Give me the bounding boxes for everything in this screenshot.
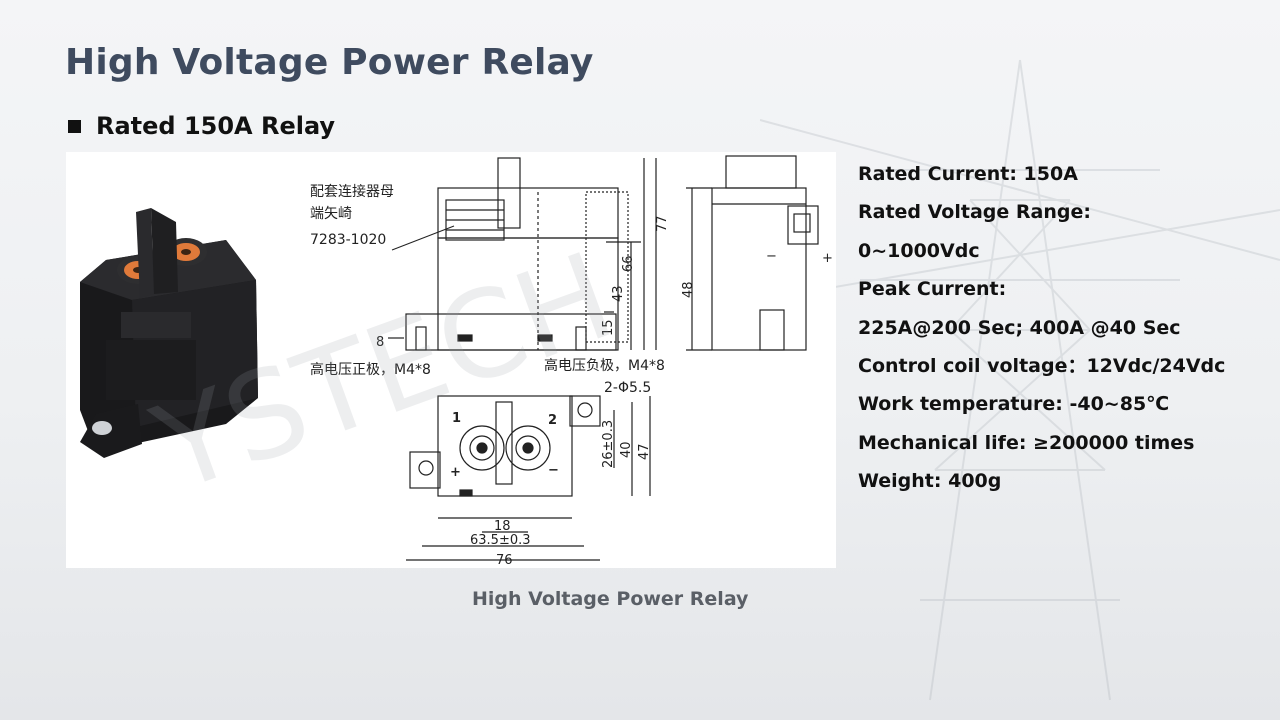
negative-terminal-label: 高电压负极，M4*8 — [544, 357, 665, 374]
page-title: High Voltage Power Relay — [65, 42, 594, 83]
dim-63-5: 63.5±0.3 — [470, 533, 531, 548]
power-tower-background — [760, 59, 1280, 701]
spec-mechanical-life: Mechanical life: ≥200000 times — [858, 431, 1195, 454]
minus-sign: − — [548, 463, 559, 478]
dim-18: 18 — [494, 519, 511, 534]
section-heading: Rated 150A Relay — [68, 112, 335, 140]
spec-voltage-range-label: Rated Voltage Range: — [858, 201, 1091, 224]
figure-caption: High Voltage Power Relay — [472, 588, 749, 610]
relay-photo — [80, 208, 258, 458]
spec-rated-current: Rated Current: 150A — [858, 163, 1078, 185]
dim-26: 26±0.3 — [601, 420, 616, 468]
dim-43: 43 — [611, 285, 626, 302]
dim-15: 15 — [601, 319, 616, 336]
spec-coil-voltage: Control coil voltage：12Vdc/24Vdc — [858, 354, 1226, 377]
spec-voltage-range-value: 0~1000Vdc — [858, 239, 980, 262]
connector-label-line2: 端矢崎 — [310, 206, 352, 222]
front-view — [388, 157, 657, 351]
relay-drawing: 配套连接器母 端矢崎 7283-1020 77 66 43 15 8 48 − … — [80, 155, 833, 568]
bullet-square-icon — [68, 119, 81, 133]
positive-terminal-label: 高电压正极，M4*8 — [310, 361, 431, 378]
dim-40: 40 — [619, 441, 634, 458]
coil-minus: − — [766, 249, 777, 264]
spec-list: Rated Current: 150A Rated Voltage Range:… — [858, 160, 1225, 506]
top-view — [406, 395, 651, 561]
spec-weight: Weight: 400g — [858, 470, 1002, 493]
dim-66: 66 — [621, 255, 636, 272]
spec-peak-current-value: 225A@200 Sec; 400A @40 Sec — [858, 316, 1181, 339]
dim-48: 48 — [681, 281, 696, 298]
spec-peak-current-label: Peak Current: — [858, 278, 1007, 301]
terminal-1: 1 — [452, 411, 461, 426]
hole-spec-label: 2-Φ5.5 — [604, 380, 651, 396]
relay-figure: 配套连接器母 端矢崎 7283-1020 77 66 43 15 8 48 − … — [66, 152, 836, 568]
side-view — [686, 155, 819, 351]
dim-77: 77 — [655, 215, 670, 232]
dim-76: 76 — [496, 553, 513, 568]
plus-sign: + — [450, 465, 461, 480]
terminal-2: 2 — [548, 413, 557, 428]
dim-47: 47 — [637, 443, 652, 460]
spec-work-temperature: Work temperature: -40~85℃ — [858, 393, 1170, 416]
section-heading-text: Rated 150A Relay — [96, 112, 336, 140]
connector-part-number: 7283-1020 — [310, 232, 386, 248]
connector-leader — [391, 225, 455, 251]
connector-label-line1: 配套连接器母 — [310, 183, 394, 200]
coil-plus: + — [822, 251, 833, 266]
dim-8: 8 — [376, 335, 384, 350]
